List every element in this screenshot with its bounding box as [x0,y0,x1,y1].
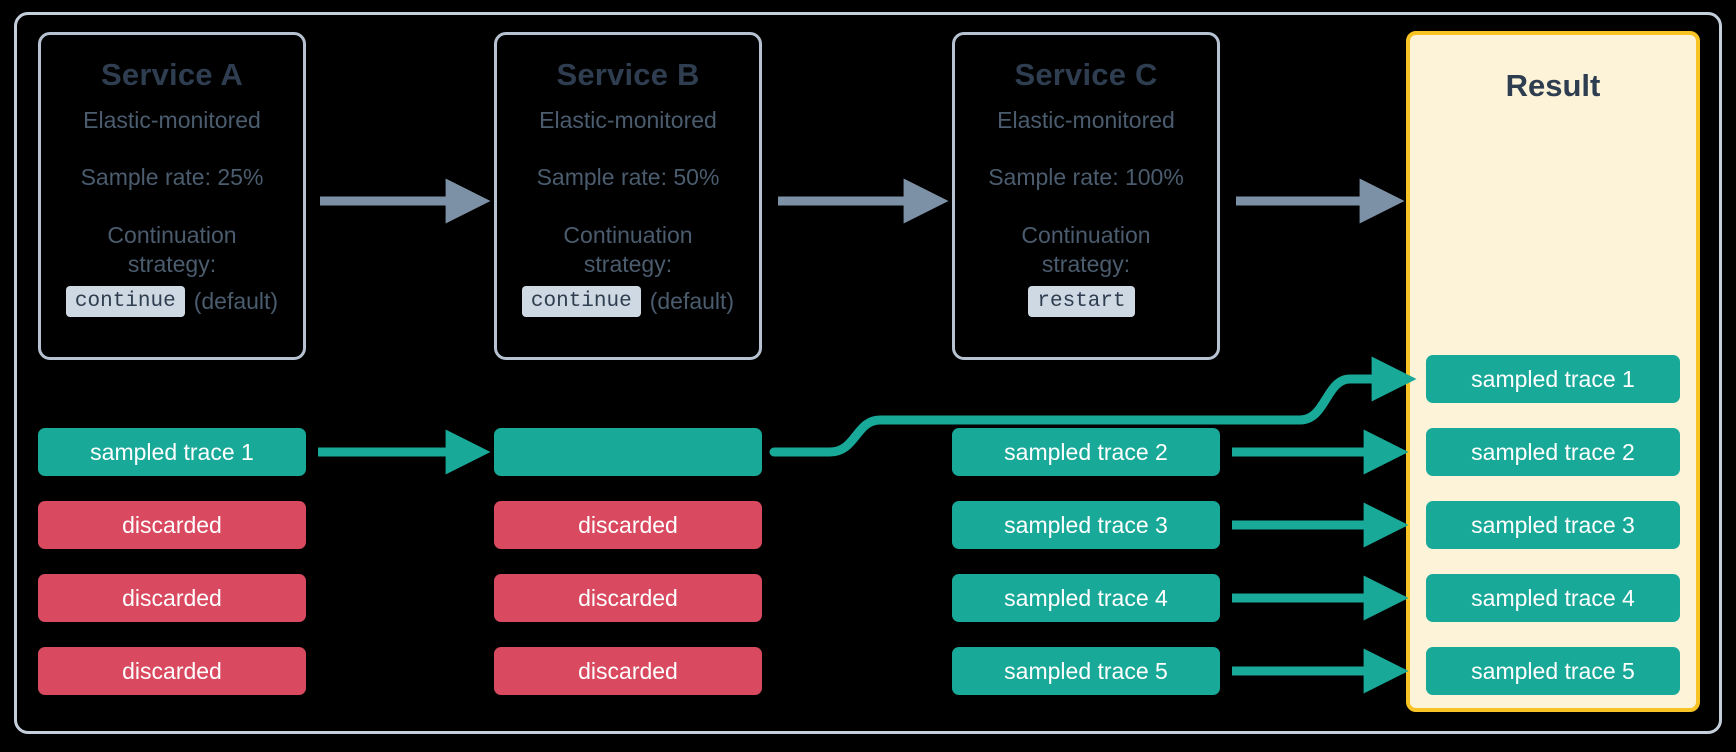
service-c-strategy-line2: strategy: [1041,251,1131,278]
result-title: Result [1505,68,1601,103]
service-b-strategy-label: Continuation strategy: [563,221,692,280]
service-b-strategy-line1: Continuation [563,222,693,248]
trace-pill-a-1: sampled trace 1 [38,428,306,476]
service-b-strategy-line2: strategy: [583,251,673,278]
result-pill-1: sampled trace 1 [1426,355,1680,403]
service-a-subtitle: Elastic-monitored [83,107,261,133]
service-a-sample-rate: Sample rate: 25% [80,164,264,190]
service-c-title: Service C [1014,57,1158,92]
trace-pill-c-3: sampled trace 4 [952,574,1220,622]
service-a-strategy-line1: Continuation [107,222,237,248]
service-b-strategy-value: continue [521,285,641,317]
service-c-strategy-line1: Continuation [1021,222,1151,248]
service-a-strategy-label: Continuation strategy: [107,221,236,280]
service-a-title: Service A [101,57,243,92]
result-pill-2: sampled trace 2 [1426,428,1680,476]
trace-pill-c-4: sampled trace 5 [952,647,1220,695]
service-a-strategy-row: continue (default) [65,285,279,317]
service-c-strategy-label: Continuation strategy: [1021,221,1150,280]
trace-pill-a-4: discarded [38,647,306,695]
service-c-strategy-value: restart [1028,285,1135,317]
service-box-a: Service A Elastic-monitored Sample rate:… [38,32,306,360]
service-box-b: Service B Elastic-monitored Sample rate:… [494,32,762,360]
trace-pill-b-2: discarded [494,501,762,549]
service-c-sample-rate: Sample rate: 100% [988,164,1184,190]
result-pill-5: sampled trace 5 [1426,647,1680,695]
result-pill-4: sampled trace 4 [1426,574,1680,622]
service-a-strategy-line2: strategy: [127,251,217,278]
result-pill-3: sampled trace 3 [1426,501,1680,549]
service-b-subtitle: Elastic-monitored [539,107,717,133]
trace-pill-b-1 [494,428,762,476]
service-b-sample-rate: Sample rate: 50% [536,164,720,190]
service-a-strategy-note: (default) [193,287,279,314]
trace-pill-b-4: discarded [494,647,762,695]
service-b-strategy-note: (default) [649,287,735,314]
service-c-subtitle: Elastic-monitored [997,107,1175,133]
service-box-c: Service C Elastic-monitored Sample rate:… [952,32,1220,360]
service-b-title: Service B [556,57,700,92]
trace-pill-a-2: discarded [38,501,306,549]
trace-pill-c-2: sampled trace 3 [952,501,1220,549]
trace-pill-a-3: discarded [38,574,306,622]
service-c-strategy-row: restart [1028,285,1143,317]
outer-frame [14,12,1722,734]
trace-pill-b-3: discarded [494,574,762,622]
trace-pill-c-1: sampled trace 2 [952,428,1220,476]
service-a-strategy-value: continue [65,285,185,317]
service-b-strategy-row: continue (default) [521,285,735,317]
